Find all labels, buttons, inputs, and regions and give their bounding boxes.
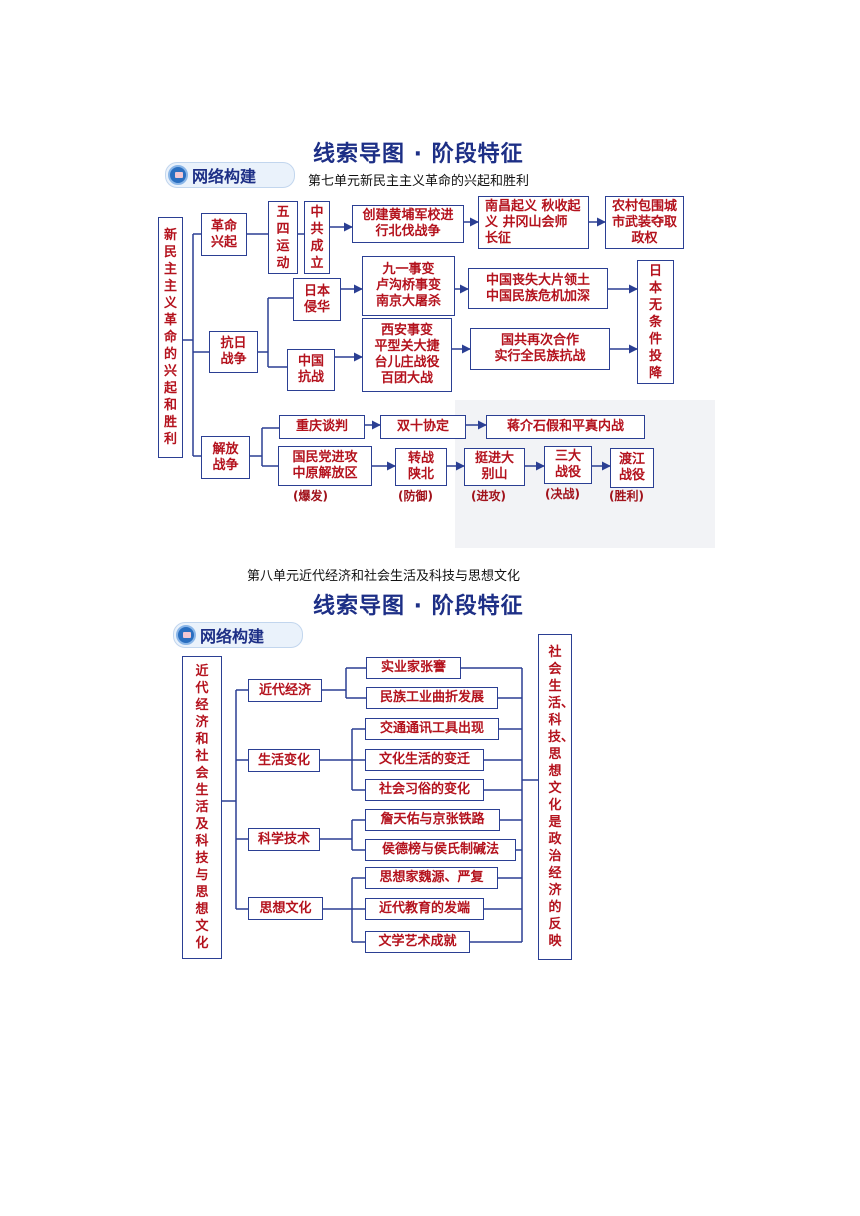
node-territory-loss: 中国丧失大片领土 中国民族危机加深 [468, 268, 608, 309]
cat-modern-economy: 近代经济 [248, 679, 322, 702]
item-social-customs: 社会习俗的变化 [365, 779, 484, 801]
banner-title-2: 线索导图 · 阶段特征 [313, 594, 524, 619]
badge-label: 网络构建 [192, 167, 257, 186]
node-revolution-rise: 革命兴起 [201, 213, 247, 256]
stage-label-decisive: (决战) [545, 487, 580, 501]
globe-icon [168, 165, 188, 185]
node-whampoa: 创建黄埔军校进行北伐战争 [352, 205, 464, 243]
cat-science-tech: 科学技术 [248, 828, 320, 851]
node-kmt-offensive: 国民党进攻 中原解放区 [278, 446, 372, 486]
node-dabie-mountain: 挺进大别山 [464, 448, 525, 486]
node-yangtze-crossing: 渡江战役 [610, 448, 654, 488]
banner-title-1: 线索导图 · 阶段特征 [313, 142, 524, 167]
node-chongqing-talks: 重庆谈判 [279, 415, 365, 439]
node-double-tenth: 双十协定 [380, 415, 466, 439]
node-kmt-cpc-cooperation: 国共再次合作 实行全民族抗战 [470, 328, 610, 370]
node-nanchang: 南昌起义 秋收起义 井冈山会师 长征 [478, 196, 589, 249]
node-sept18-incident: 九一事变 卢沟桥事变 南京大屠杀 [362, 256, 455, 316]
item-zhang-jian: 实业家张謇 [366, 657, 461, 679]
globe-icon [176, 625, 196, 645]
stage-label-defense: (防御) [398, 489, 433, 503]
item-zhan-tianyou: 詹天佑与京张铁路 [365, 809, 500, 831]
summary-reflection: 社会生活、科技、思想文化是政治经济的反映 [538, 634, 574, 960]
node-china-resistance: 中国抗战 [287, 349, 335, 391]
node-ccp-founded: 中共成立 [304, 201, 330, 274]
stage-label-victory: (胜利) [609, 489, 644, 503]
cat-thought-culture: 思想文化 [248, 897, 323, 920]
node-three-campaigns: 三大战役 [544, 446, 592, 484]
item-hou-debang: 侯德榜与侯氏制碱法 [365, 839, 516, 861]
item-national-industry: 民族工业曲折发展 [366, 687, 498, 709]
stage-label-offensive: (进攻) [471, 489, 506, 503]
root-modern-economy-culture: 近代经济和社会生活及科技与思想文化 [182, 656, 222, 959]
badge-label: 网络构建 [200, 627, 265, 646]
item-literature-art: 文学艺术成就 [365, 931, 470, 953]
caption-unit-8: 第八单元近代经济和社会生活及科技与思想文化 [247, 569, 521, 584]
item-modern-education: 近代教育的发端 [365, 898, 484, 920]
stage-label-outbreak: (爆发) [293, 489, 328, 503]
node-japan-surrender: 日本无条件投降 [637, 260, 674, 384]
node-xian-incident: 西安事变 平型关大捷 台儿庄战役 百团大战 [362, 318, 452, 392]
item-cultural-life: 文化生活的变迁 [365, 749, 484, 771]
root-new-democratic-revolution: 新民主主义革命的兴起和胜利 [158, 217, 183, 458]
item-transport-telecom: 交通通讯工具出现 [365, 718, 499, 740]
node-may-fourth: 五四运动 [268, 201, 298, 274]
node-fake-peace: 蒋介石假和平真内战 [486, 415, 645, 439]
network-badge-2: 网络构建 [173, 622, 303, 648]
network-badge-1: 网络构建 [165, 162, 295, 188]
node-northern-shaanxi: 转战陕北 [395, 448, 447, 486]
cat-life-changes: 生活变化 [248, 749, 320, 772]
node-rural-encircle: 农村包围城市武装夺取政权 [605, 196, 684, 249]
item-wei-yuan-yan-fu: 思想家魏源、严复 [365, 867, 498, 889]
node-anti-japanese-war: 抗日战争 [209, 331, 258, 373]
node-liberation-war: 解放战争 [201, 436, 250, 479]
caption-unit-7: 第七单元新民主主义革命的兴起和胜利 [308, 174, 530, 189]
node-japan-invasion: 日本侵华 [293, 278, 341, 321]
